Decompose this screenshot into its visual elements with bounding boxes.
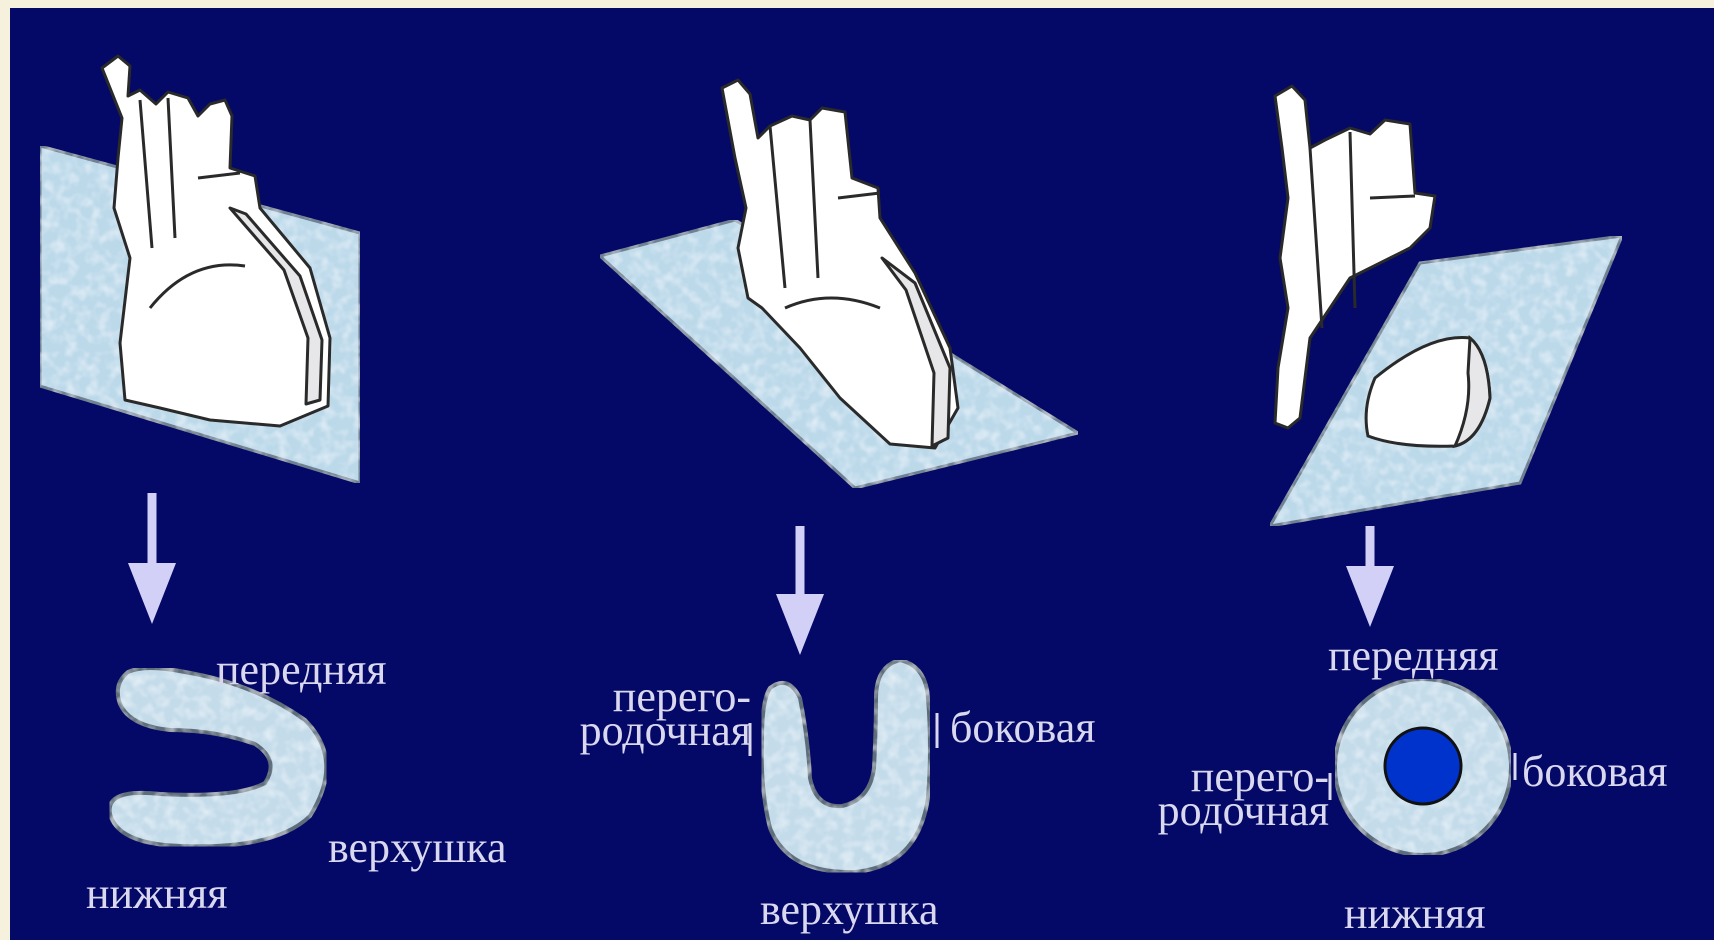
arrow-head-1 bbox=[128, 563, 176, 624]
label-septal-3-line2: родочная bbox=[1158, 794, 1329, 828]
section-shape-1 bbox=[110, 668, 327, 846]
cavity-3 bbox=[1385, 728, 1461, 804]
label-septal-2-line2: родочная bbox=[580, 714, 751, 748]
label-apex-2: верхушка bbox=[760, 888, 939, 932]
label-inferior-1: нижняя bbox=[86, 872, 228, 916]
label-lateral-3: боковая bbox=[1522, 750, 1668, 794]
section-shape-2 bbox=[762, 660, 930, 872]
label-anterior-1: передняя bbox=[216, 648, 386, 692]
panel-3-illustration bbox=[1270, 86, 1622, 855]
diagram-canvas: передняя верхушка нижняя перего- родочна… bbox=[10, 8, 1714, 940]
arrow-head-2 bbox=[776, 594, 824, 655]
label-lateral-2: боковая bbox=[950, 706, 1096, 750]
arrow-head-3 bbox=[1346, 566, 1394, 627]
panel-1-illustration bbox=[40, 56, 360, 846]
illustration bbox=[10, 8, 1714, 940]
label-anterior-3: передняя bbox=[1328, 634, 1498, 678]
label-septal-2: перего- родочная bbox=[580, 680, 751, 748]
label-apex-1: верхушка bbox=[328, 826, 507, 870]
label-inferior-3: нижняя bbox=[1344, 892, 1486, 936]
label-septal-3: перего- родочная bbox=[1158, 760, 1329, 828]
